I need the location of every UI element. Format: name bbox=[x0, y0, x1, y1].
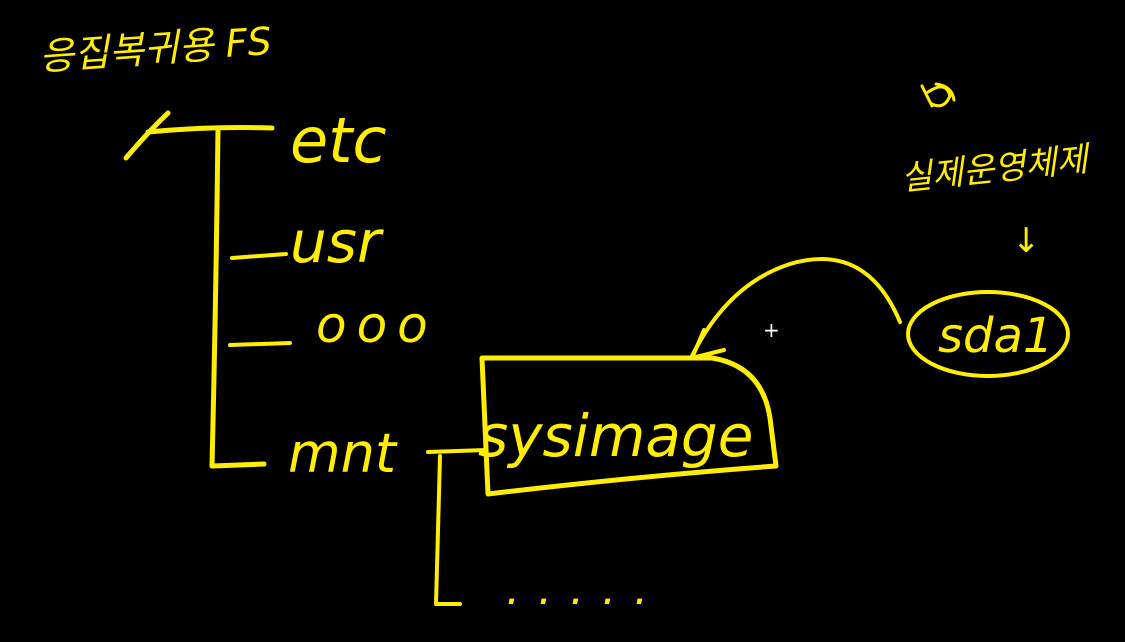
sysimage-box bbox=[479, 355, 779, 497]
device-ellipse bbox=[906, 290, 1070, 378]
tree-item-mnt: mnt bbox=[288, 422, 398, 485]
root-slash bbox=[123, 110, 275, 161]
mount-arrow-head bbox=[690, 328, 726, 360]
branch-usr bbox=[230, 252, 288, 260]
cursor-crosshair-icon: + bbox=[763, 318, 780, 342]
mnt-connector bbox=[426, 448, 488, 454]
tree-trunk bbox=[209, 125, 221, 469]
star-scribble-icon bbox=[920, 82, 956, 108]
branch-ooo bbox=[228, 341, 292, 347]
device-name: sda1 bbox=[938, 308, 1053, 364]
down-arrow-icon: ↓ bbox=[1012, 221, 1041, 261]
board-title: 응집복귀용 FS bbox=[38, 19, 273, 79]
tree-item-etc: etc bbox=[290, 104, 387, 177]
mount-arrow bbox=[690, 256, 902, 358]
sub-items: ..... bbox=[506, 564, 666, 615]
tree-item-usr: usr bbox=[290, 208, 384, 276]
branch-mnt bbox=[209, 461, 267, 469]
sysimage-child-trunk bbox=[434, 454, 442, 606]
tree-item-ooo: ooo bbox=[316, 296, 438, 354]
device-label: 실제운영체제 bbox=[899, 139, 1094, 199]
mount-child-sysimage: sysimage bbox=[478, 402, 753, 470]
